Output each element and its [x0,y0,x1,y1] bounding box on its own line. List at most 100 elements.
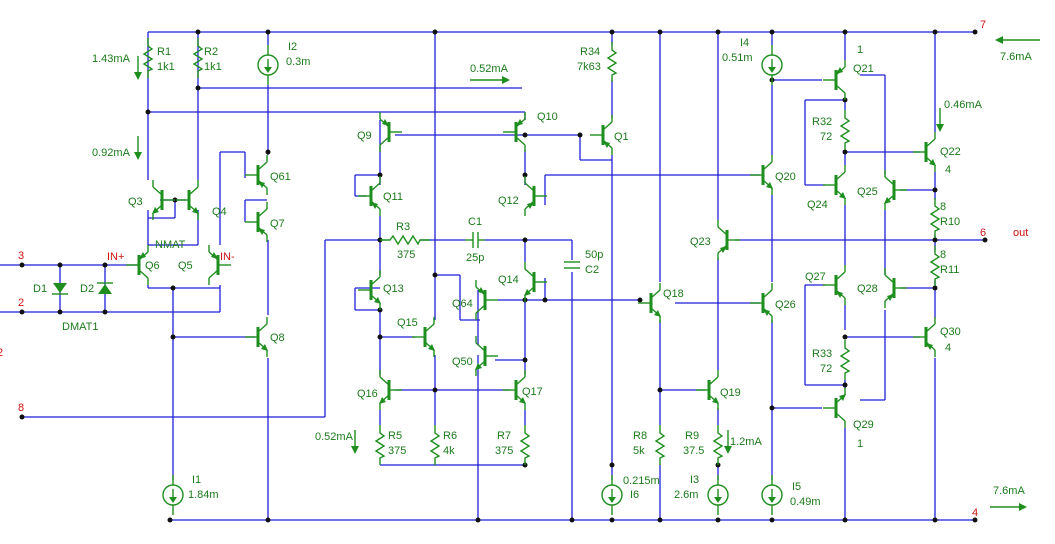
node-8: 8 [18,402,24,414]
label-r11: R11 [940,264,959,276]
current-source-i3 [707,474,729,516]
value-r32: 72 [820,131,832,143]
value-r33: 72 [820,363,832,375]
resistor-r8 [655,424,665,466]
label-q12: Q12 [498,195,519,207]
label-q16: Q16 [357,388,378,400]
resistor-r3 [380,234,430,246]
net-label-in-plus: IN+ [107,251,124,263]
value-i1: 1.84m [188,489,219,501]
label-q14: Q14 [498,274,519,286]
label-r8: R8 [633,430,647,442]
label-r2: R2 [204,46,218,58]
label-q10: Q10 [537,111,558,123]
label-q5: Q5 [178,260,193,272]
resistor-r5 [375,424,385,466]
value-i6: 0.215m [623,475,660,487]
value-r8: 5k [633,445,645,457]
annotation-0-52ma-top: 0.52mA [470,63,509,75]
label-dmat1: DMAT1 [62,321,98,333]
annotation-0-52ma-bottom: 0.52mA [315,431,354,443]
transistor-q64 [474,278,500,322]
label-r7: R7 [497,430,511,442]
label-q9: Q9 [357,130,372,142]
resistor-r6 [430,424,440,466]
value-r6: 4k [443,445,455,457]
label-r6: R6 [443,430,457,442]
label-q23: Q23 [690,236,711,248]
label-i2: I2 [288,41,297,53]
current-source-i6 [601,474,623,516]
label-q17: Q17 [522,386,543,398]
transistor-q25 [882,168,909,212]
value-r34: 7k63 [577,61,601,73]
label-i3: I3 [690,474,699,486]
transistor-q61 [243,153,269,197]
node-3: 3 [18,250,24,262]
resistor-r32 [840,109,850,151]
resistor-r11 [930,245,940,287]
value-r1: 1k1 [157,61,175,73]
label-r3: R3 [396,221,410,233]
label-q29: Q29 [853,419,874,431]
label-q20: Q20 [775,171,796,183]
label-i6: I6 [630,489,639,501]
label-q27: Q27 [805,271,826,283]
resistor-r9 [713,424,723,466]
annotation-q22-ratio: 4 [945,164,951,176]
label-c1: C1 [468,216,482,228]
label-q18: Q18 [663,288,684,300]
transistor-q10 [501,110,527,154]
value-r3: 375 [397,249,415,261]
resistor-r34 [607,41,617,83]
capacitor-c2 [564,261,580,269]
label-r5: R5 [388,430,402,442]
current-annotations: 1.43mA 0.92mA 0.52mA 0.52mA 1.2mA 7.6mA … [92,44,1032,497]
label-r1: R1 [157,46,171,58]
transistor-q4 [174,178,201,222]
transistor-q14 [522,260,549,304]
transistor-q29 [821,386,848,430]
label-q6: Q6 [145,260,160,272]
label-q64: Q64 [452,298,473,310]
value-r11: 8 [940,249,946,261]
transistor-q18 [636,281,663,325]
value-r9: 37.5 [683,445,704,457]
transistor-q8 [243,315,270,359]
label-nmat: NMAT [155,239,186,251]
annotation-1-43ma: 1.43mA [92,53,131,65]
value-r10: 8 [940,201,946,213]
transistor-q7 [243,200,269,244]
node-4: 4 [972,507,978,519]
transistor-q22 [911,130,938,174]
node-7: 7 [980,19,986,31]
value-r2: 1k1 [204,61,222,73]
transistor-q27 [821,263,847,307]
value-i5: 0.49m [790,496,821,508]
transistor-q13 [356,268,383,312]
label-r32: R32 [812,116,832,128]
annotation-7-6ma-bottom: 7.6mA [993,485,1025,497]
label-r33: R33 [812,348,832,360]
annotation-q29-ratio: 1 [857,438,863,450]
label-q50: Q50 [452,356,473,368]
transistor-q26 [748,281,774,325]
transistor-q3 [150,178,177,222]
label-r34: R34 [580,46,600,58]
value-r7: 375 [495,445,513,457]
current-source-i2 [257,44,279,86]
component-labels: Q1 Q3 Q4 Q5 Q6 Q7 Q8 Q9 Q10 Q11 Q12 Q13 … [33,37,961,508]
capacitor-c1 [465,232,485,248]
resistor-r10 [930,197,940,239]
resistor-r7 [520,424,530,466]
label-q22: Q22 [940,146,961,158]
annotation-0-46ma: 0.46mA [944,99,983,111]
label-i4: I4 [740,37,749,49]
current-arrows [133,36,1040,511]
current-source-i4 [761,44,783,86]
label-d2: D2 [80,283,94,295]
transistor-q20 [748,153,775,197]
transistor-q28 [883,266,909,310]
diode-d1 [52,283,68,295]
label-q13: Q13 [383,283,404,295]
